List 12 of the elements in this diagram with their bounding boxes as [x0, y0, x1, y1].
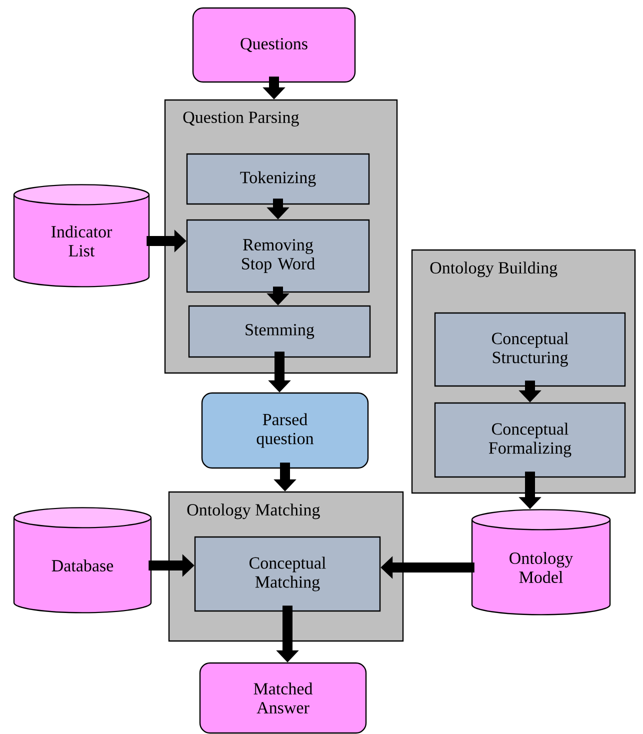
database-cylinder: Indicator List: [13, 184, 150, 288]
database-cylinder: Database: [13, 507, 152, 614]
rounded-box: Questions: [192, 7, 356, 83]
process-box: Tokenizing: [186, 153, 370, 205]
rounded-box: Matched Answer: [199, 662, 367, 734]
database-cylinder: Ontology Model: [471, 509, 611, 616]
process-box: Stemming: [188, 305, 371, 358]
process-box: Conceptual Formalizing: [434, 402, 626, 478]
process-box: Conceptual Structuring: [434, 312, 626, 387]
rounded-box: Parsed question: [201, 392, 369, 469]
process-box: Conceptual Matching: [194, 536, 381, 612]
process-box: Removing Stop Word: [186, 219, 370, 293]
